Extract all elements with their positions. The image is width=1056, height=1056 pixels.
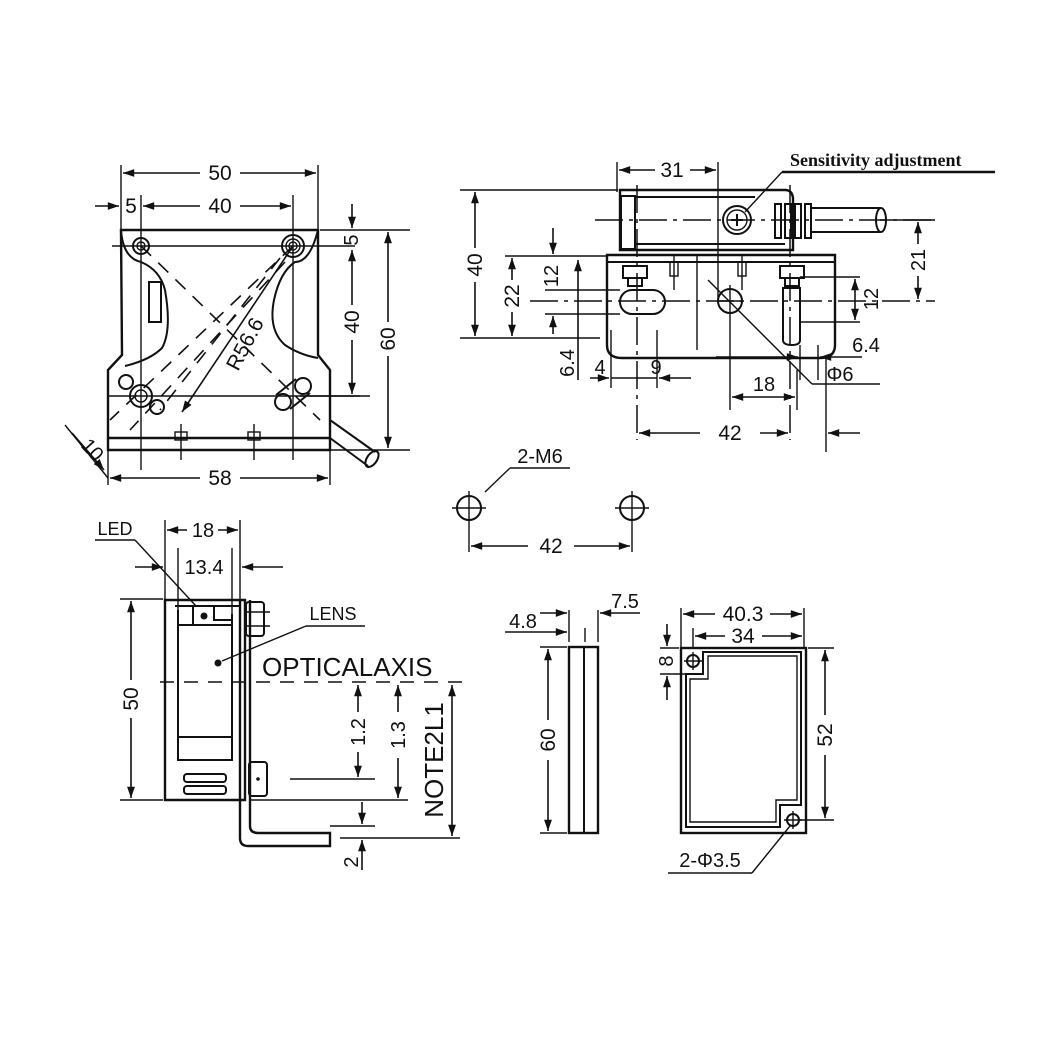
dim-reflector-thickness-b: 7.5 (611, 591, 639, 613)
label-mounting-holes: 2-M6 (517, 446, 563, 468)
dim-reflector-outer-width: 40.3 (723, 603, 764, 626)
label-note: NOTE2L1 (419, 702, 449, 818)
dim-slot-drop: 6.4 (557, 349, 579, 377)
dim-reflector-height: 52 (814, 723, 837, 746)
dim-reflector-inner-width: 34 (731, 625, 755, 648)
dim-end-inner-width: 13.4 (185, 557, 224, 579)
dim-slot-height-left: 12 (541, 265, 563, 287)
label-optical-axis: OPTICALAXIS (262, 652, 433, 682)
label-lens: LENS (309, 604, 356, 624)
dim-mounting-pitch: 42 (539, 535, 562, 558)
end-view: 18 13.4 LED LENS OPTICALAXIS (95, 519, 470, 870)
dim-reflector-height: 60 (537, 728, 560, 751)
dim-slot-height-right: 12 (861, 288, 883, 310)
side-view: 31 Sensitivity adjustment (460, 150, 995, 452)
front-view: 50 5 40 (64, 162, 410, 490)
reflector-front-view: 40.3 34 8 52 2-Φ3.5 (656, 603, 837, 874)
dim-bracket-height: 22 (501, 284, 524, 307)
dim-left-edge: 4 (594, 357, 605, 379)
dim-reflector-holes: 2-Φ3.5 (679, 850, 741, 872)
callout-sensitivity-adjustment: Sensitivity adjustment (790, 150, 962, 170)
dim-hole-pitch: 42 (718, 422, 741, 445)
mounting-holes-view: 2-M6 42 (452, 446, 649, 558)
dim-end-outer-width: 18 (192, 520, 214, 542)
dim-reflector-corner: 8 (656, 655, 678, 666)
dim-axis-to-base: 1.3 (388, 721, 410, 749)
dim-hole-pitch-y: 40 (341, 310, 364, 333)
dim-left-offset: 5 (125, 195, 137, 218)
dim-end-height: 50 (120, 687, 143, 710)
dim-bracket-thickness: 2 (341, 856, 363, 867)
dim-overall-height: 60 (377, 327, 400, 350)
dim-overall-width: 50 (208, 162, 231, 185)
dim-right-edge: 6.4 (852, 335, 880, 357)
dim-body-depth: 31 (660, 159, 683, 182)
dim-hole-offset: 18 (753, 374, 775, 396)
dim-side-height: 40 (464, 253, 487, 276)
dim-axis-to-nut: 1.2 (348, 718, 370, 746)
dim-reflector-thickness-a: 4.8 (509, 611, 537, 633)
dim-angle-offset: 10 (76, 435, 107, 466)
dim-hole-diameter: Φ6 (826, 364, 853, 386)
dim-hole-pitch-x: 40 (208, 195, 231, 218)
dim-base-width: 58 (208, 467, 231, 490)
dim-slot-offset: 9 (650, 357, 661, 379)
dim-cable-offset: 21 (908, 249, 930, 271)
label-led: LED (97, 519, 132, 539)
reflector-side-view: 4.8 7.5 60 (505, 591, 640, 835)
dim-top-offset: 5 (341, 234, 363, 245)
